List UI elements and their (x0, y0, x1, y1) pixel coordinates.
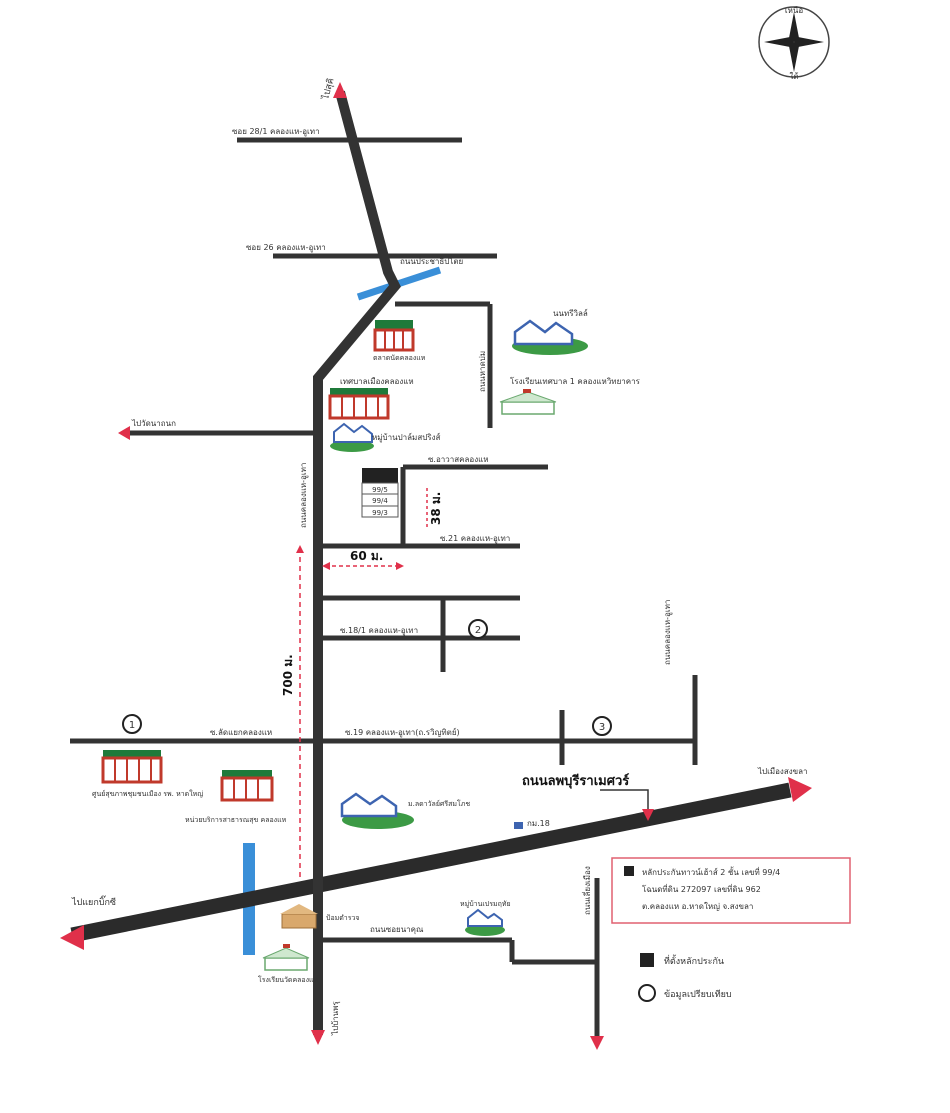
label-health-station: หน่วยบริการสาธารณสุข คลองแห (185, 816, 287, 824)
label-to-north: ไปสุคิ (320, 77, 337, 102)
label-market: ตลาดนัดคลองแห (373, 354, 426, 362)
label-village-b: นนทรีวิลล์ (553, 308, 588, 318)
label-soi-21: ซ.21 คลองแห-อูเทา (440, 534, 510, 544)
arrow-southwest-icon (60, 925, 84, 950)
info-line-2: โฉนดที่ดิน 272097 เลขที่ดิน 962 (642, 883, 761, 894)
label-soi-28-1: ซอย 28/1 คลองแห-อูเทา (232, 127, 320, 137)
arrow-south-right-icon (590, 1036, 604, 1050)
label-to-southwest: ไปแยกบิ๊กซี (71, 895, 116, 908)
plot-row-2: 99/4 (372, 497, 388, 505)
arrow-east-icon (788, 777, 812, 802)
temple-school-building-icon (262, 944, 310, 971)
info-line-3: ต.คลองแห อ.หาดใหญ่ จ.สงขลา (642, 902, 753, 911)
label-distance-700: 700 ม. (281, 654, 295, 696)
arrow-south-icon (311, 1030, 325, 1045)
label-village-a: หมู่บ้านปาล์มสปริงส์ (372, 432, 440, 443)
market-building-icon (373, 320, 415, 352)
school-1-building-icon (499, 389, 557, 415)
legend-collateral-label: ที่ตั้งหลักประกัน (664, 954, 724, 967)
village-c-house-icon (340, 792, 414, 829)
svg-text:2: 2 (475, 625, 481, 636)
label-highway: ถนนลพบุรีราเมศวร์ (522, 773, 629, 789)
label-to-south: ไปบ้านพรุ (331, 1001, 340, 1036)
highway-road (70, 782, 792, 943)
label-side-vertical: ถนนหาดบ่ม (478, 351, 487, 392)
label-temple-school: โรงเรียนวัดคลองแห (258, 975, 319, 984)
arrow-up-700-icon (296, 545, 304, 553)
label-soi-19: ซ.19 คลองแห-อูเทา(ถ.รวิญทิตย์) (345, 727, 460, 738)
km-marker-icon (514, 822, 523, 829)
police-building-icon (280, 904, 318, 929)
label-to-east: ไปเมืองสงขลา (757, 767, 807, 776)
highway-pointer (600, 789, 654, 821)
label-school-1: โรงเรียนเทศบาล 1 คลองแหวิทยาคาร (510, 376, 641, 386)
collateral-square-icon (624, 866, 634, 876)
svg-text:1: 1 (129, 720, 135, 731)
legend-comparable-icon (638, 984, 656, 1002)
arrow-right-60-icon (396, 562, 404, 570)
municipality-building-icon (328, 388, 390, 420)
label-village-d: หมู่บ้านเปรมฤทัย (460, 900, 511, 908)
label-distance-38: 38 ม. (429, 492, 443, 525)
label-soi-west: ซ.ลัดแยกคลองแห (210, 728, 272, 737)
subject-plot: 99/5 99/4 99/3 (361, 468, 399, 518)
health-station-building-icon (220, 770, 274, 802)
label-main-vertical: ถนนคลองแห-อูเทา (299, 463, 309, 528)
label-soi-upper: ซ.อาวาสคลองแห (428, 455, 489, 464)
health-center-building-icon (101, 750, 163, 784)
label-right-bottom-vertical: ถนนเลี่ยงเมือง (581, 866, 592, 915)
legend-collateral-icon (640, 953, 654, 967)
arrow-west-icon (118, 426, 130, 440)
label-soi-bottom: ถนนซอยนาคุณ (370, 925, 424, 934)
label-health-center: ศูนย์สุขภาพชุมชนเมือง รพ. หาดใหญ่ (92, 789, 203, 798)
compass-rose-icon: เหนือ ใต้ (758, 6, 830, 81)
label-soi-26: ซอย 26 คลองแห-อูเทา (246, 243, 326, 253)
arrow-left-60-icon (322, 562, 330, 570)
compass-north: เหนือ (785, 6, 803, 15)
plot-row-3: 99/3 (372, 509, 388, 517)
comparable-marker-2: 2 (468, 619, 488, 639)
plot-row-1: 99/5 (372, 486, 388, 494)
label-police: ป้อมตำรวจ (326, 914, 360, 922)
village-b-house-icon (512, 319, 588, 355)
label-to-west: ไปวัดนาถนก (131, 419, 176, 428)
comparable-marker-1: 1 (122, 714, 142, 734)
svg-text:3: 3 (599, 722, 605, 733)
info-box: หลักประกันทาวน์เฮ้าส์ 2 ชั้น เลขที่ 99/4… (611, 857, 851, 924)
arrow-north-icon (333, 82, 347, 98)
legend: ที่ตั้งหลักประกัน ข้อมูลเปรียบเทียบ (638, 953, 732, 1002)
label-km-marker: กม.18 (527, 819, 550, 828)
side-roads (70, 137, 698, 1040)
village-a-house-icon (330, 422, 374, 452)
info-line-1: หลักประกันทาวน์เฮ้าส์ 2 ชั้น เลขที่ 99/4 (642, 866, 780, 877)
legend-comparable-label: ข้อมูลเปรียบเทียบ (664, 989, 732, 1000)
label-municipality: เทศบาลเมืองคลองแห (340, 377, 414, 386)
comparable-marker-3: 3 (592, 716, 612, 736)
label-village-c: ม.ลดาวัลย์ศรีสมโภช (408, 799, 470, 808)
label-right-vertical: ถนนคลองแห-อูเทา (663, 600, 673, 665)
label-canal-road: ถนนประชาธิปไตย (400, 257, 463, 266)
label-distance-60: 60 ม. (350, 549, 383, 563)
label-soi-18: ซ.18/1 คลองแห-อูเทา (340, 626, 418, 636)
compass-south: ใต้ (789, 72, 798, 81)
village-d-house-icon (465, 908, 505, 936)
